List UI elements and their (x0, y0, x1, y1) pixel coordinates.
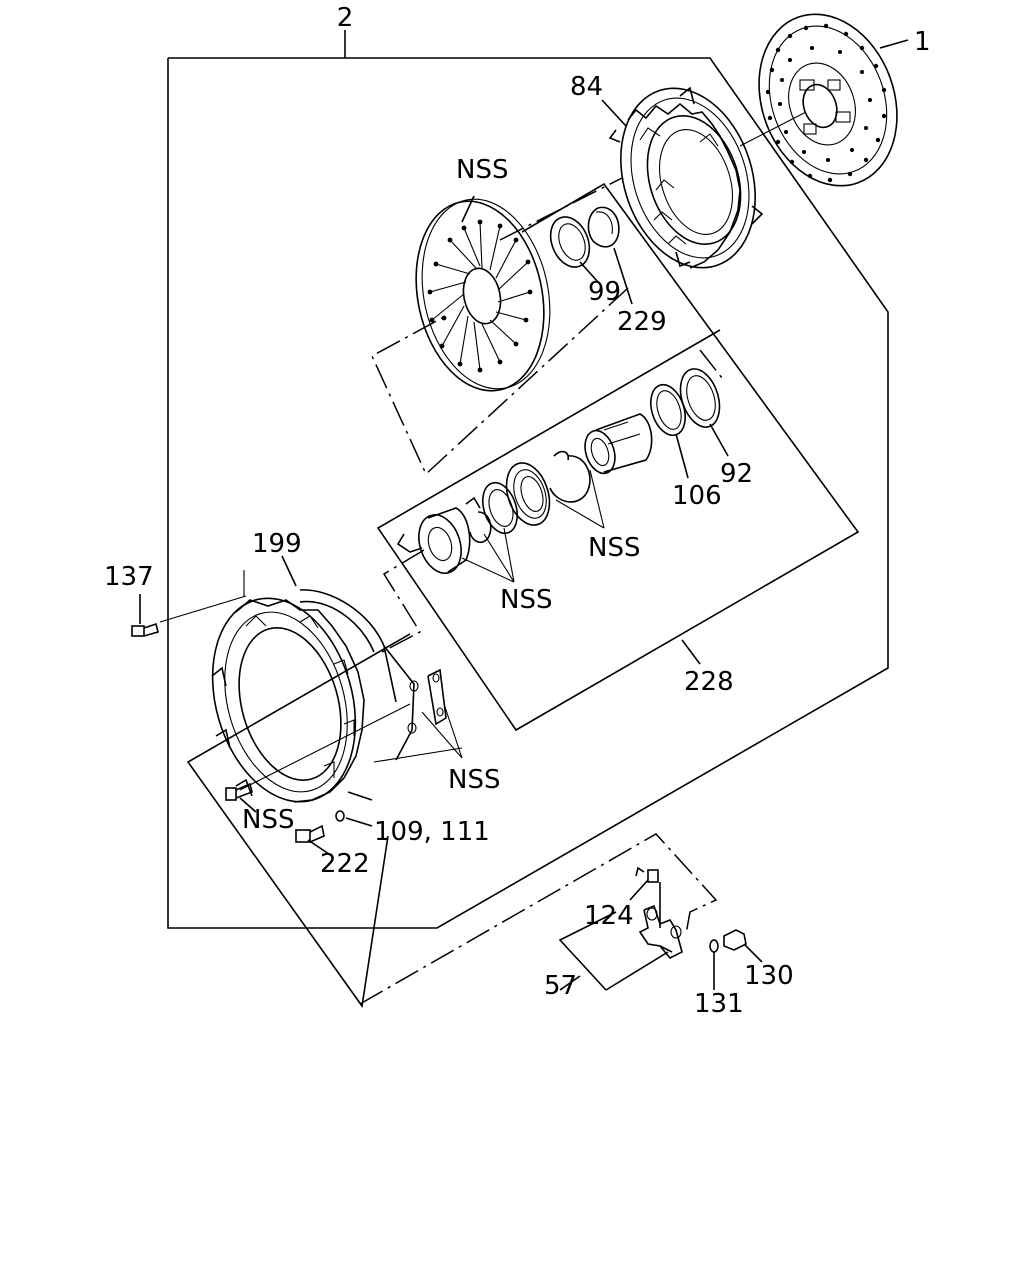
callout-124: 124 (584, 901, 634, 931)
leader-222 (307, 839, 333, 857)
callout-nss-cover: NSS (456, 155, 508, 185)
bearing-to-housing (381, 549, 425, 653)
ring-c (481, 481, 519, 535)
callout-1: 1 (914, 27, 931, 57)
leader-229 (613, 247, 633, 305)
ring-106 (649, 383, 689, 479)
bolt-222 (295, 824, 333, 857)
leader-92 (709, 423, 729, 457)
callout-106: 106 (672, 481, 722, 511)
release-sleeve (584, 413, 653, 475)
callout-130: 130 (744, 961, 794, 991)
callout-109-111: 109, 111 (374, 817, 490, 847)
leader-nss-bolt (239, 797, 257, 813)
washer-131 (709, 939, 719, 990)
leader-228 (681, 639, 701, 665)
cover-plate-nss (415, 195, 551, 392)
callout-131: 131 (694, 989, 744, 1019)
pressure-plate-84 (601, 86, 764, 269)
leader-nss-bearing-l2 (483, 533, 515, 583)
bolt-124 (629, 866, 659, 901)
snap-ring-229 (587, 206, 633, 305)
housing-group-outline (186, 633, 411, 1009)
leader-57-top (605, 951, 669, 991)
leader-124 (629, 879, 649, 901)
leader-106 (675, 433, 689, 479)
bolt-nss (225, 782, 257, 813)
leader-130 (743, 943, 763, 963)
leader-109-111 (345, 817, 373, 827)
callout-nss-bearing-left: NSS (500, 585, 552, 615)
clutch-housing (211, 555, 447, 803)
leader-199 (281, 555, 297, 587)
assembly-2-boundary (167, 57, 889, 929)
release-bearing (396, 507, 471, 574)
snap-ring-a (549, 450, 591, 503)
snap-ring-d (465, 496, 492, 544)
centerline-disc (739, 111, 807, 147)
leader-nss-bearing-l1 (461, 557, 515, 583)
callout-84: 84 (570, 72, 603, 102)
callout-nss-housing: NSS (448, 765, 500, 795)
callout-92: 92 (720, 459, 753, 489)
callout-nss-bearing-right: NSS (588, 533, 640, 563)
release-fork-57 (638, 904, 683, 959)
leader-57 (559, 975, 581, 991)
bolt-130 (723, 929, 763, 963)
leader-1 (879, 39, 909, 49)
fork-group-outline (359, 833, 718, 1005)
callout-99: 99 (588, 277, 621, 307)
leader-nss-bearing-r2 (589, 469, 605, 529)
leader-nss-bearing-l3 (503, 527, 515, 583)
leader-nss-housing-2 (421, 711, 463, 759)
leader-nss-cover (461, 195, 475, 223)
leader-84 (601, 99, 627, 127)
leader-nss-housing-1 (373, 747, 463, 763)
cover-group-outline (371, 287, 629, 476)
centerline-housing (239, 703, 411, 791)
callout-228: 228 (684, 667, 734, 697)
callout-nss-bolt: NSS (242, 805, 294, 835)
seal-99 (549, 216, 599, 283)
centerline-cover (499, 177, 623, 241)
callout-2: 2 (337, 3, 354, 33)
callout-137: 137 (104, 562, 154, 592)
washer-109-111 (335, 810, 373, 827)
leader-nss-bearing-r1 (555, 499, 605, 529)
leader-99 (579, 261, 599, 283)
leader-137-line (159, 595, 247, 623)
callout-57: 57 (544, 971, 577, 1001)
bearing-ring-b (505, 462, 551, 526)
dash-92 (699, 349, 723, 379)
leader-nss-housing-3 (443, 703, 463, 759)
bracket-57 (558, 911, 617, 991)
callout-229: 229 (617, 307, 667, 337)
bolt-137 (131, 594, 159, 637)
ring-92 (679, 368, 729, 457)
leader-nss-housing-4 (347, 791, 373, 801)
callout-199: 199 (252, 529, 302, 559)
callout-222: 222 (320, 849, 370, 879)
group-99-229-outline (376, 182, 860, 732)
clutch-disc (758, 13, 909, 187)
